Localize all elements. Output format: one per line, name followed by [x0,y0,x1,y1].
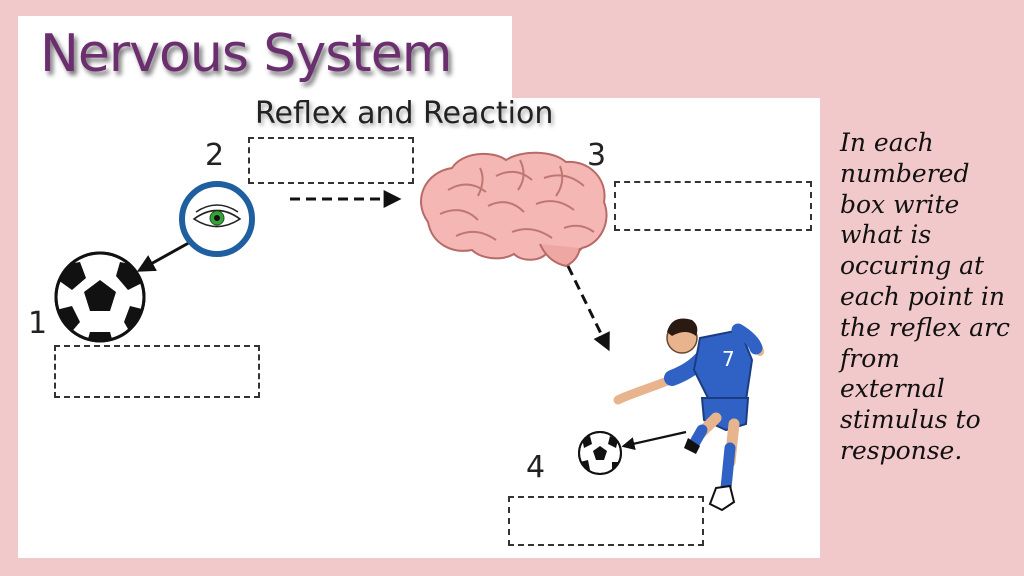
arrow-brain-to-player [566,265,610,352]
title-panel [18,16,512,100]
instructions-text: In each numbered box write what is occur… [840,128,1011,465]
page-title: Nervous System [40,24,452,84]
arrow-player-to-ball [621,430,687,451]
answer-box-2[interactable] [248,137,414,184]
diagram-subtitle: Reflex and Reaction [255,96,554,131]
soccer-ball-icon [54,251,146,343]
svg-text:7: 7 [722,347,735,371]
answer-box-3[interactable] [614,181,812,231]
brain-icon [420,151,608,268]
answer-box-4[interactable] [508,496,704,546]
step-number-2: 2 [205,138,225,173]
step-number-1: 1 [28,306,48,341]
eye-icon [179,181,255,257]
kicked-ball-icon [578,431,622,475]
step-number-3: 3 [587,138,607,173]
arrow-eye-to-ball [136,238,195,272]
soccer-player-icon: 7 [613,318,764,512]
answer-box-1[interactable] [54,345,260,398]
step-number-4: 4 [526,450,546,485]
